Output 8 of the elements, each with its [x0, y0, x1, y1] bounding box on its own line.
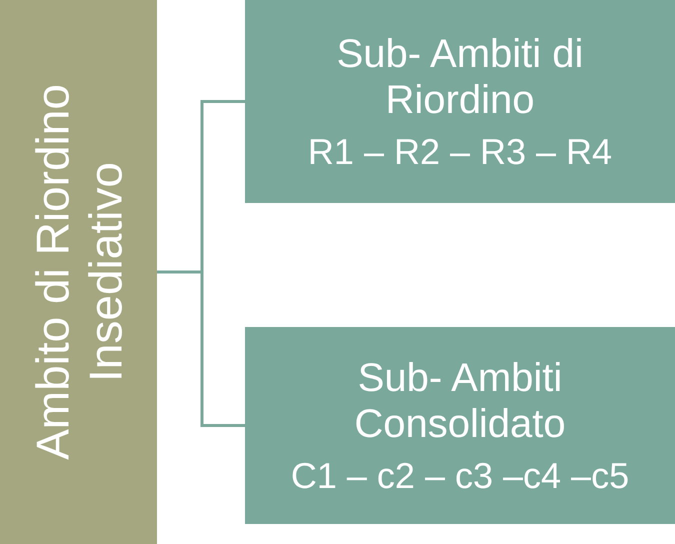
code-list: R1 – R2 – R3 – R4	[308, 130, 612, 172]
box-heading: Sub- Ambiti di Riordino	[336, 30, 584, 123]
category-box	[245, 327, 675, 524]
vertical-title: Ambito di Riordino Insediativo	[26, 83, 132, 462]
vertical-box	[0, 0, 157, 544]
code-list: C1 – c2 – c3 –c4 –c5	[290, 454, 630, 496]
category-box	[245, 0, 675, 203]
box-heading: Sub- Ambiti Consolidato	[353, 354, 567, 447]
